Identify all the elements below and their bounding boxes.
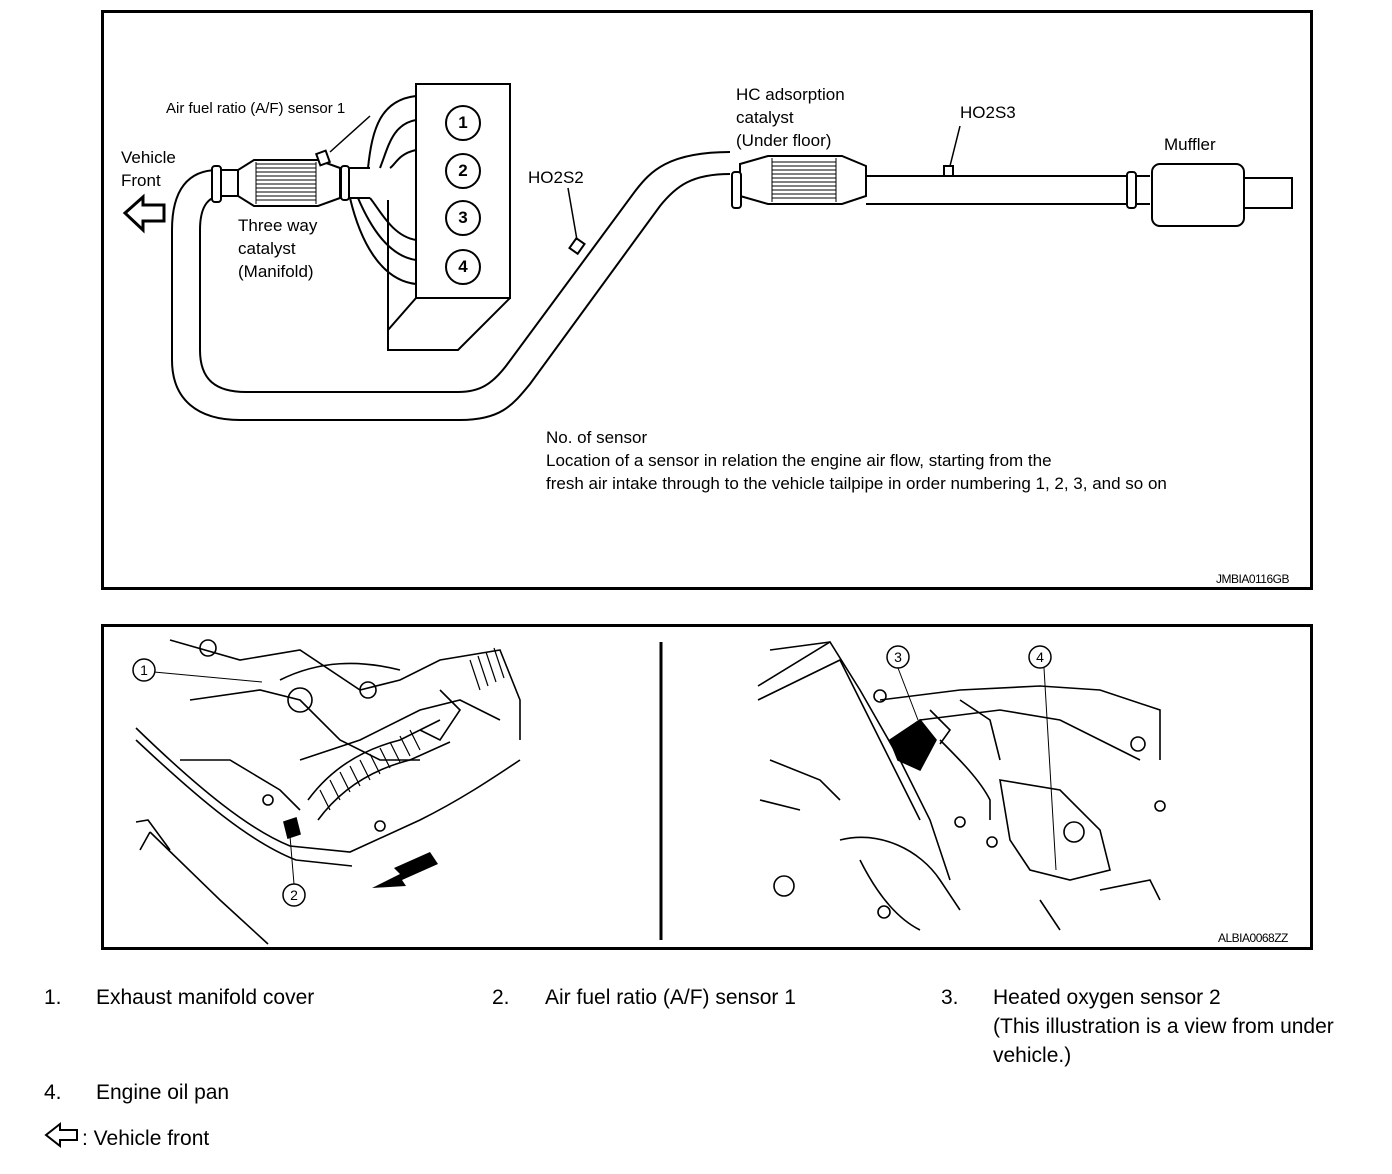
legend-item-number: 3. <box>941 986 959 1009</box>
front-pipe <box>171 151 731 421</box>
legend-item-2: 2. Air fuel ratio (A/F) sensor 1 <box>492 983 912 1013</box>
cylinder-4-label: 4 <box>458 257 468 276</box>
legend-item-number: 4. <box>44 1081 62 1104</box>
callout-3: 3 <box>894 649 902 665</box>
three-way-label-3: (Manifold) <box>238 262 314 281</box>
exhaust-system-schematic <box>101 10 1313 590</box>
callout-1: 1 <box>140 662 148 678</box>
legend-item-number: 1. <box>44 986 62 1009</box>
cylinder-3-label: 3 <box>458 208 468 227</box>
af-sensor-1-mark <box>314 149 332 167</box>
cylinder-1-label: 1 <box>458 113 468 132</box>
hc-label-3: (Under floor) <box>736 131 832 150</box>
note-title: No. of sensor <box>546 428 648 447</box>
legend-item-3-note-line-1: (This illustration is a view from under <box>993 1015 1334 1038</box>
hc-label-2: catalyst <box>736 108 794 127</box>
vehicle-front-legend-text: : Vehicle front <box>82 1127 210 1150</box>
vehicle-label: Vehicle <box>121 148 176 167</box>
legend-item-text: Heated oxygen sensor 2 <box>993 986 1221 1009</box>
left-illustration <box>135 639 521 945</box>
vehicle-front-legend-icon <box>44 1121 78 1149</box>
muffler <box>1151 163 1245 227</box>
right-illustration <box>757 640 1166 931</box>
callout-2: 2 <box>290 887 298 903</box>
cylinder-2-label: 2 <box>458 161 468 180</box>
vehicle-front-arrow <box>122 193 166 234</box>
figure-code-bottom: ALBIA0068ZZ <box>1218 931 1288 945</box>
hc-label-1: HC adsorption <box>736 85 845 104</box>
legend-item-3-note-line-2: vehicle.) <box>993 1044 1072 1067</box>
callout-4: 4 <box>1036 649 1044 665</box>
muffler-label: Muffler <box>1164 135 1216 154</box>
three-way-label-1: Three way <box>238 216 318 235</box>
legend-item-text: Air fuel ratio (A/F) sensor 1 <box>545 986 796 1009</box>
engine-block-side <box>387 297 511 351</box>
figure-code-top: JMBIA0116GB <box>1216 572 1289 586</box>
legend-item-text: Exhaust manifold cover <box>96 986 315 1009</box>
vehicle-front-arrow-photo <box>372 852 438 888</box>
legend-item-number: 2. <box>492 986 510 1009</box>
three-way-label-2: catalyst <box>238 239 296 258</box>
front-label: Front <box>121 171 161 190</box>
ho2s2-label: HO2S2 <box>528 168 584 187</box>
legend-item-4: 4. Engine oil pan <box>44 1078 464 1108</box>
note-line-1: Location of a sensor in relation the eng… <box>546 451 1052 470</box>
legend-item-text: Engine oil pan <box>96 1081 230 1104</box>
legend-item-1: 1. Exhaust manifold cover <box>44 983 464 1013</box>
ho2s3-label: HO2S3 <box>960 103 1016 122</box>
ho2s3-sensor-mark <box>943 165 954 177</box>
ho2s2-sensor-mark <box>568 236 586 256</box>
legend-item-3: 3. Heated oxygen sensor 2 (This illustra… <box>941 983 1381 1073</box>
af-sensor-1-label: Air fuel ratio (A/F) sensor 1 <box>166 100 346 117</box>
exhaust-manifold <box>349 95 417 285</box>
note-line-2: fresh air intake through to the vehicle … <box>546 474 1167 493</box>
